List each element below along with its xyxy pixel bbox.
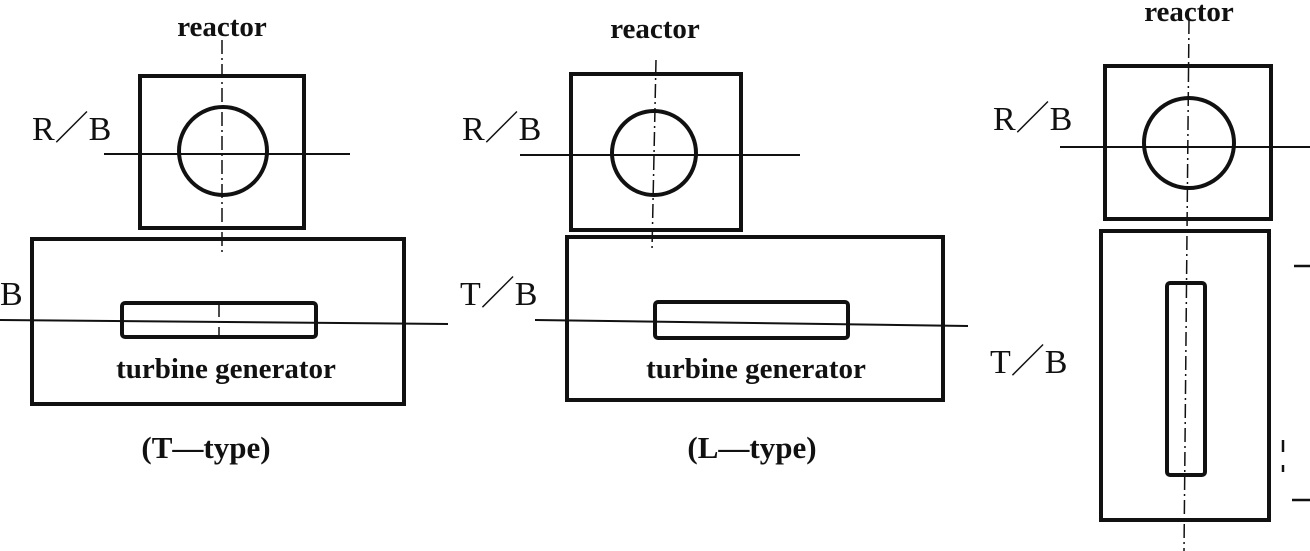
turbine-building — [1099, 229, 1271, 522]
reactor-vessel — [177, 105, 269, 197]
layout-type-label: (T—type) — [141, 430, 270, 465]
reactor-vessel — [1142, 96, 1236, 190]
turbine-axis — [534, 319, 969, 327]
turbine-building — [565, 235, 945, 402]
reactor-building — [1103, 64, 1273, 221]
layout-type-label: (L—type) — [687, 430, 816, 465]
reactor-vessel — [610, 109, 698, 197]
turbine-generator-label: turbine generator — [646, 353, 866, 385]
reactor-building-label: R／B — [993, 101, 1072, 138]
turbine-generator — [1165, 281, 1207, 477]
reactor-building — [569, 72, 743, 232]
turbine-generator — [653, 300, 850, 340]
reactor-building-label: R／B — [32, 111, 111, 148]
l-type-layout: reactor R／B T／B turbine generator (L—typ… — [460, 13, 969, 465]
turbine-generator-label: turbine generator — [116, 353, 336, 385]
reactor-building-label: R／B — [462, 111, 541, 148]
turbine-building — [30, 237, 406, 406]
reactor-label: reactor — [177, 11, 267, 43]
plant-vertical-axis — [1183, 19, 1190, 551]
turbine-axis — [0, 319, 449, 325]
t-type-layout: reactor R／B B turbine generator (T—type) — [0, 11, 449, 465]
turbine-building-label: B — [0, 276, 23, 313]
reactor-label: reactor — [610, 13, 700, 45]
turbine-building-label: T／B — [460, 276, 537, 313]
turbine-building-label: T／B — [990, 344, 1067, 381]
inline-layout: reactor R／B T／B — [990, 0, 1310, 551]
reactor-vertical-axis — [651, 59, 657, 251]
